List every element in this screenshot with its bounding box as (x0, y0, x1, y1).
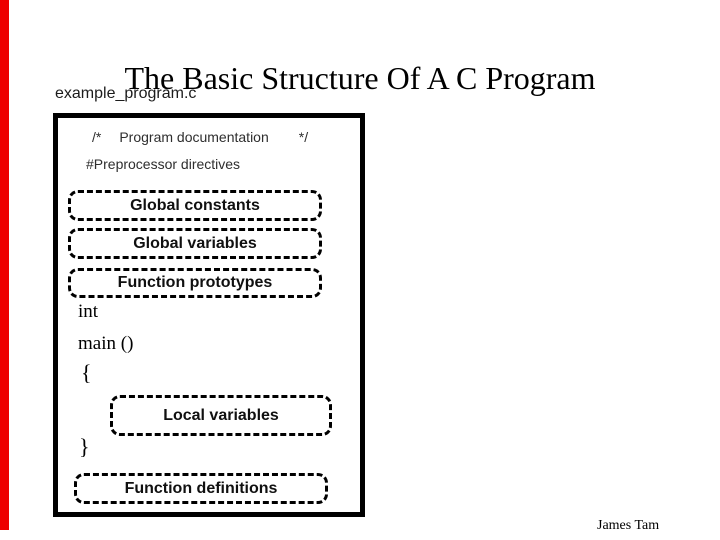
comment-line: /* Program documentation */ (92, 129, 308, 145)
preprocessor-directives-line: #Preprocessor directives (86, 156, 241, 172)
left-accent-bar (0, 0, 9, 530)
program-structure-box: /* Program documentation */ #Preprocessor … (53, 113, 365, 517)
code-close-brace: } (79, 434, 90, 459)
code-main-line: main () (78, 333, 134, 354)
section-function-prototypes: Function prototypes (68, 268, 322, 298)
section-global-variables: Global variables (68, 228, 322, 259)
section-global-constants-label: Global constants (130, 196, 260, 214)
comment-close-delimiter: */ (298, 129, 309, 145)
comment-text: Program documentation (119, 129, 269, 145)
section-local-variables: Local variables (110, 395, 332, 436)
section-function-definitions: Function definitions (74, 473, 328, 504)
slide-title: The Basic Structure Of A C Program (124, 60, 596, 97)
footer-author: James Tam (597, 518, 660, 533)
code-open-brace: { (81, 360, 92, 385)
comment-open-delimiter: /* (92, 129, 102, 145)
code-int-keyword: int (78, 301, 99, 322)
file-name-label: example_program.c (55, 85, 197, 102)
section-local-variables-label: Local variables (163, 406, 279, 424)
section-function-definitions-label: Function definitions (124, 479, 278, 497)
section-global-variables-label: Global variables (133, 234, 257, 252)
section-global-constants: Global constants (68, 190, 322, 221)
section-function-prototypes-label: Function prototypes (117, 274, 273, 291)
